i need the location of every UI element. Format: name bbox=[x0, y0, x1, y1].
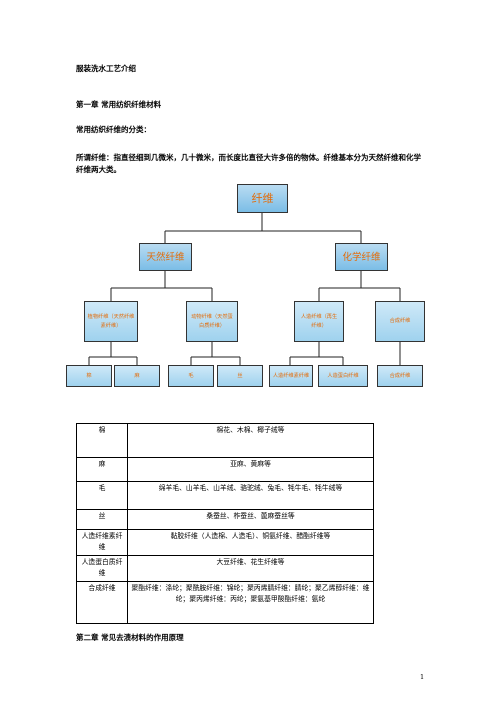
node-manmade-fiber: 人造纤维（再生纤维） bbox=[294, 301, 344, 342]
table-row: 丝 桑蚕丝、柞蚕丝、蓖麻蚕丝等 bbox=[76, 509, 374, 530]
table-cell-desc: 亚麻、黄麻等 bbox=[127, 457, 374, 482]
section-heading: 常用纺织纤维的分类： bbox=[76, 125, 151, 134]
node-hemp: 麻 bbox=[114, 365, 160, 387]
node-synthetic-leaf: 合成纤维 bbox=[377, 365, 423, 387]
node-manmade-cellulose: 人造纤维素纤维 bbox=[269, 365, 313, 387]
node-silk: 丝 bbox=[217, 365, 263, 387]
node-plant-fiber: 植物纤维（天然纤维素纤维） bbox=[84, 301, 138, 342]
table-row: 棉 棉花、木棉、椰子绒等 bbox=[76, 423, 374, 458]
table-cell-desc: 大豆纤维、花生纤维等 bbox=[127, 555, 374, 582]
table-cell-desc: 黏胶纤维（人造棉、人造毛）、铜氨纤维、醋酯纤维等 bbox=[127, 529, 374, 556]
node-fiber: 纤维 bbox=[237, 184, 288, 213]
node-cotton: 棉 bbox=[66, 365, 112, 387]
table-cell-desc: 绵羊毛、山羊毛、山羊绒、骆驼绒、兔毛、牦牛毛、牦牛绒等 bbox=[127, 481, 374, 510]
node-manmade-protein: 人造蛋白纤维 bbox=[318, 365, 368, 387]
fiber-table: 棉 棉花、木棉、椰子绒等 麻 亚麻、黄麻等 毛 绵羊毛、山羊毛、山羊绒、骆驼绒、… bbox=[76, 423, 374, 624]
table-cell-name: 棉 bbox=[76, 423, 128, 458]
node-natural-fiber: 天然纤维 bbox=[139, 243, 192, 271]
node-chemical-fiber: 化学纤维 bbox=[335, 243, 388, 271]
node-animal-fiber: 动物纤维（天然蛋白质纤维） bbox=[186, 301, 238, 342]
table-cell-desc: 棉花、木棉、椰子绒等 bbox=[127, 423, 374, 458]
table-cell-name: 合成纤维 bbox=[76, 581, 128, 624]
table-cell-desc: 桑蚕丝、柞蚕丝、蓖麻蚕丝等 bbox=[127, 509, 374, 530]
doc-title: 服装洗水工艺介绍 bbox=[76, 64, 136, 73]
table-cell-name: 毛 bbox=[76, 481, 128, 510]
table-cell-name: 人造蛋白质纤维 bbox=[76, 555, 128, 582]
table-row: 麻 亚麻、黄麻等 bbox=[76, 457, 374, 482]
table-cell-name: 麻 bbox=[76, 457, 128, 482]
table-row: 人造纤维素纤维 黏胶纤维（人造棉、人造毛）、铜氨纤维、醋酯纤维等 bbox=[76, 529, 374, 556]
table-row: 合成纤维 聚酯纤维：涤纶；聚酰胺纤维：锦纶；聚丙烯腈纤维：腈纶；聚乙烯醇纤维：维… bbox=[76, 581, 374, 624]
definition-paragraph: 所谓纤维：指直径细到几微米，几十微米，而长度比直径大许多倍的物体。纤维基本分为天… bbox=[76, 153, 421, 174]
chapter-heading: 第一章 常用纺织纤维材料 bbox=[76, 100, 162, 109]
table-cell-name: 丝 bbox=[76, 509, 128, 530]
table-cell-desc: 聚酯纤维：涤纶；聚酰胺纤维：锦纶；聚丙烯腈纤维：腈纶；聚乙烯醇纤维：维纶；聚丙烯… bbox=[127, 581, 374, 624]
page-number: 1 bbox=[420, 673, 425, 681]
table-cell-name: 人造纤维素纤维 bbox=[76, 529, 128, 556]
node-wool: 毛 bbox=[168, 365, 214, 387]
chapter-heading-2: 第二章 常见去渍材料的作用原理 bbox=[76, 633, 184, 642]
table-row: 毛 绵羊毛、山羊毛、山羊绒、骆驼绒、兔毛、牦牛毛、牦牛绒等 bbox=[76, 481, 374, 510]
table-row: 人造蛋白质纤维 大豆纤维、花生纤维等 bbox=[76, 555, 374, 582]
node-synthetic-fiber: 合成纤维 bbox=[375, 301, 425, 342]
